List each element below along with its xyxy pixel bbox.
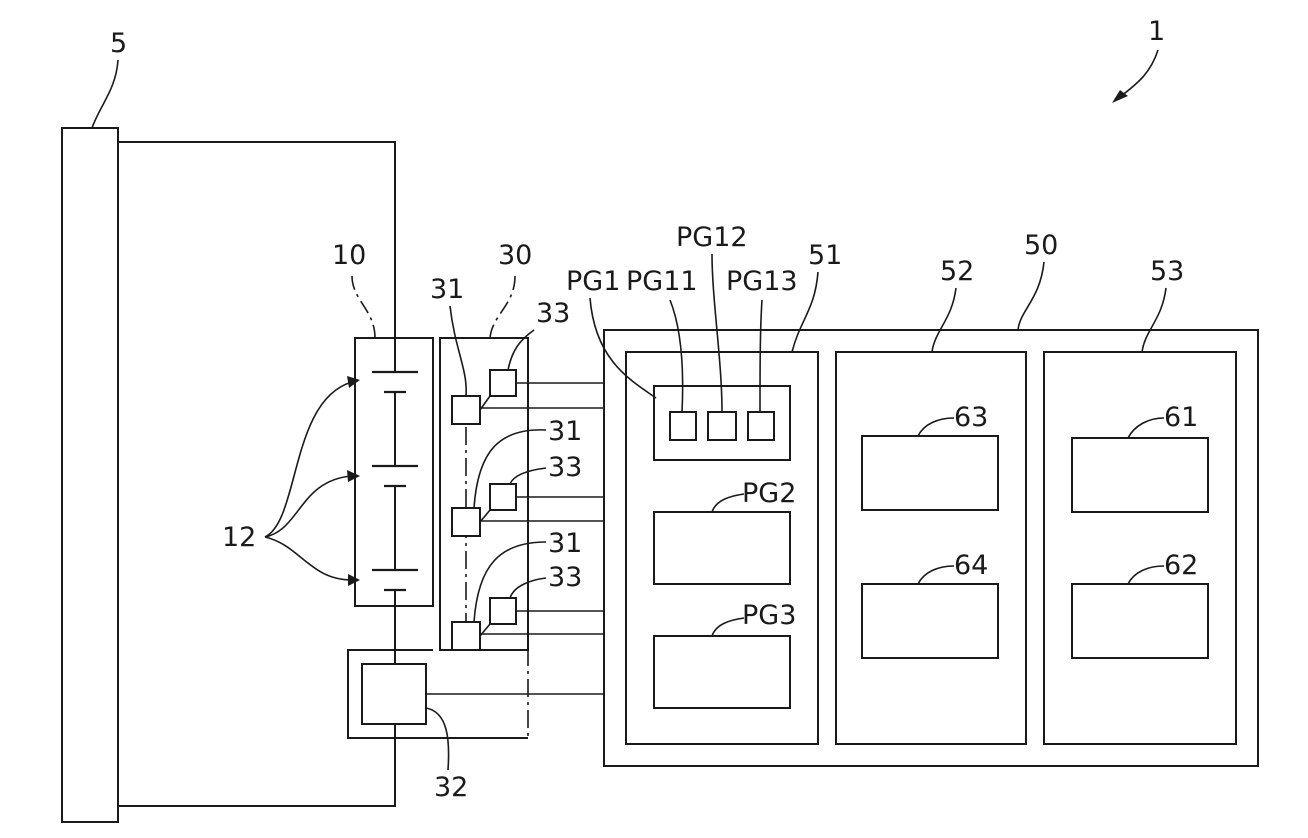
label-pg2: PG2 — [742, 478, 796, 509]
monitor-ic-3 — [452, 622, 480, 650]
battery-pack-leader-line — [352, 276, 375, 338]
label-monitor-ic-2: 31 — [548, 416, 582, 447]
label-pg12: PG12 — [676, 222, 748, 253]
block-53-leader — [1142, 288, 1166, 352]
label-pg13: PG13 — [726, 266, 798, 297]
box-64-leader — [918, 566, 954, 584]
label-block-52: 52 — [940, 256, 974, 287]
label-monitor-ic-3: 31 — [548, 528, 582, 559]
monitor-ic-1-leader — [450, 306, 466, 396]
label-switch-3: 33 — [548, 562, 582, 593]
label-pg1: PG1 — [566, 266, 620, 297]
box-62-leader — [1128, 566, 1164, 584]
box-61 — [1072, 438, 1208, 512]
label-battery-pack: 10 — [332, 240, 366, 271]
pg11-leader — [670, 300, 683, 412]
box-64 — [862, 584, 998, 658]
pg3-box — [654, 636, 790, 708]
pg13-box — [748, 412, 774, 440]
label-box-61: 61 — [1164, 402, 1198, 433]
switch-1-leader — [508, 330, 534, 370]
switch-3 — [490, 598, 516, 624]
monitor-ic-2 — [452, 508, 480, 536]
monitor-unit-leader-line — [490, 276, 515, 338]
switch-1 — [490, 370, 516, 396]
controller-frame — [604, 330, 1258, 766]
label-controller: 50 — [1024, 230, 1058, 261]
controller-group: 50 51 PG1 PG11 PG12 PG13 PG2 PG3 52 63 — [566, 222, 1258, 766]
label-system: 1 — [1148, 16, 1165, 47]
current-sensor — [362, 664, 426, 724]
label-pg11: PG11 — [626, 266, 698, 297]
battery-pack-group: 10 — [332, 240, 433, 606]
label-pg3: PG3 — [742, 600, 796, 631]
cells-label-group: 12 — [222, 376, 360, 586]
block-53 — [1044, 352, 1236, 744]
label-block-53: 53 — [1150, 256, 1184, 287]
system-label-group: 1 — [1112, 16, 1165, 103]
pg3-leader — [712, 618, 744, 636]
cells-leader-1 — [265, 382, 352, 537]
pg12-leader — [712, 254, 722, 412]
cells-arrow-2-icon — [347, 470, 360, 482]
cells-leader-2 — [265, 476, 352, 537]
box-63-leader — [918, 418, 954, 436]
label-switch-2: 33 — [548, 452, 582, 483]
label-load: 5 — [110, 28, 127, 59]
monitor-ic-1 — [452, 396, 480, 424]
box-61-leader — [1128, 418, 1164, 438]
pg11-box — [670, 412, 696, 440]
load-group: 5 — [62, 28, 127, 822]
block-52-leader — [932, 288, 956, 352]
box-62 — [1072, 584, 1208, 658]
box-63 — [862, 436, 998, 510]
system-leader-line — [1120, 50, 1158, 97]
pg13-leader — [760, 300, 762, 412]
cells-arrow-1-icon — [347, 376, 360, 388]
label-switch-1: 33 — [536, 298, 570, 329]
load-leader-line — [92, 60, 118, 128]
negative-wire — [118, 724, 395, 806]
controller-leader — [1018, 262, 1044, 330]
label-box-64: 64 — [954, 550, 988, 581]
label-cells: 12 — [222, 522, 256, 553]
label-box-63: 63 — [954, 402, 988, 433]
block-52 — [836, 352, 1026, 744]
label-monitor-unit: 30 — [498, 240, 532, 271]
load-block — [62, 128, 118, 822]
current-sensor-group: 32 — [348, 650, 528, 803]
cells-leader-3 — [265, 537, 352, 580]
label-current-sensor: 32 — [434, 772, 468, 803]
switch-2 — [490, 484, 516, 510]
pg12-box — [708, 412, 736, 440]
label-block-51: 51 — [808, 240, 842, 271]
monitor-unit-group: 30 31 33 31 33 31 33 — [430, 240, 582, 740]
pg2-leader — [712, 494, 744, 512]
pg2-box — [654, 512, 790, 584]
label-monitor-ic-1: 31 — [430, 274, 464, 305]
label-box-62: 62 — [1164, 550, 1198, 581]
